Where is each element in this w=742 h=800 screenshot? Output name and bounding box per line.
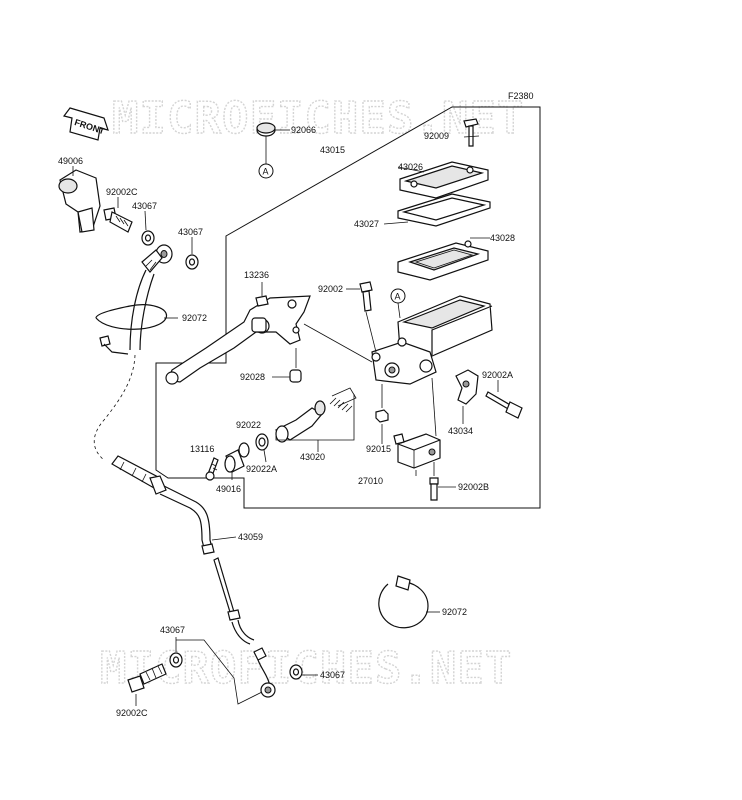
leader-92002-axis: [365, 311, 377, 353]
label-92028: 92028: [240, 372, 265, 382]
boot-49006: [58, 169, 101, 233]
ref-marker-a-cap: A: [258, 163, 274, 179]
label-43067-d: 43067: [320, 670, 345, 680]
front-arrow-icon: FRONT: [62, 107, 109, 141]
ring-92022: [238, 442, 250, 458]
diaphragm-43028: [397, 240, 489, 281]
cable-tie-92072-b: [378, 575, 429, 629]
label-43067-c: 43067: [160, 625, 185, 635]
clutch-lever: [165, 295, 311, 385]
pivot-bolt-13236: [255, 295, 269, 307]
bolt-92002: [359, 281, 373, 312]
label-43027: 43027: [354, 219, 379, 229]
label-92002a: 92002A: [482, 370, 513, 380]
label-92002c-bottom: 92002C: [116, 708, 148, 718]
label-43026: 43026: [398, 162, 423, 172]
label-43015: 43015: [320, 145, 345, 155]
screw-92009: [463, 118, 479, 147]
leader-92009: [463, 135, 480, 138]
label-27010: 27010: [358, 476, 383, 486]
label-49016: 49016: [216, 484, 241, 494]
pin-92028: [289, 369, 302, 383]
leader-43027: [383, 221, 409, 225]
washer-43067-a: [141, 230, 155, 246]
master-cylinder-body: [371, 295, 493, 437]
label-49006: 49006: [58, 156, 83, 166]
reservoir-cover-43026: [399, 161, 489, 199]
adjuster-49016: [224, 449, 245, 473]
banjo-bolt-92002c-bottom: [127, 652, 183, 693]
banjo-fitting-bottom: [260, 664, 303, 698]
label-92002c-top: 92002C: [106, 187, 138, 197]
pushrod-13116: [205, 457, 219, 481]
label-92072-b: 92072: [442, 607, 467, 617]
screw-92002b: [429, 477, 439, 501]
label-43034: 43034: [448, 426, 473, 436]
svg-text:A: A: [263, 167, 269, 177]
watermark-bottom: MICROFICHES.NET: [100, 643, 512, 694]
banjo-fitting-top: [141, 244, 173, 273]
pipe-section: [213, 557, 271, 687]
lever-axis-line: [303, 323, 373, 363]
nut-92015: [375, 409, 389, 423]
plate-43027: [397, 193, 491, 227]
leader-43067-a: [144, 210, 147, 231]
washer-43067-b: [185, 254, 199, 270]
cable-tie-92072-a: [95, 304, 168, 355]
switch-27010: [393, 433, 441, 469]
label-13116: 13116: [190, 444, 214, 454]
ref-marker-a-reservoir: A: [390, 288, 406, 319]
bolt-92002a: [485, 391, 523, 419]
hose-43059-upper: [129, 269, 147, 351]
label-43067-b: 43067: [178, 227, 203, 237]
label-13236: 13236: [244, 270, 269, 280]
assembly-frame: [155, 106, 541, 509]
label-43028: 43028: [490, 233, 515, 243]
label-43067-a: 43067: [132, 201, 157, 211]
piston-kit-43020: [274, 387, 357, 443]
label-92022a: 92022A: [246, 464, 277, 474]
leader-43026: [397, 166, 425, 173]
label-43020: 43020: [300, 452, 325, 462]
leader-92022a: [263, 449, 267, 463]
banjo-bolt-92002c-top: [103, 207, 133, 233]
label-92072-a: 92072: [182, 313, 207, 323]
leader-43059: [211, 536, 237, 541]
label-43059: 43059: [238, 532, 263, 542]
label-92022: 92022: [236, 420, 261, 430]
bracket-lower: [176, 639, 263, 705]
watermark-top: MICROFICHES.NET: [112, 93, 524, 144]
label-92015: 92015: [366, 444, 391, 454]
label-92002: 92002: [318, 284, 343, 294]
svg-text:A: A: [395, 292, 401, 302]
label-92002b: 92002B: [458, 482, 489, 492]
label-92066: 92066: [291, 125, 316, 135]
bracket-43020: [275, 394, 355, 441]
diagram-code: F2380: [508, 91, 534, 101]
hose-43059: [111, 455, 215, 555]
ring-92022a: [255, 433, 269, 451]
clamp-43034: [455, 369, 479, 405]
label-92009: 92009: [424, 131, 449, 141]
cap-92066: [256, 122, 276, 164]
